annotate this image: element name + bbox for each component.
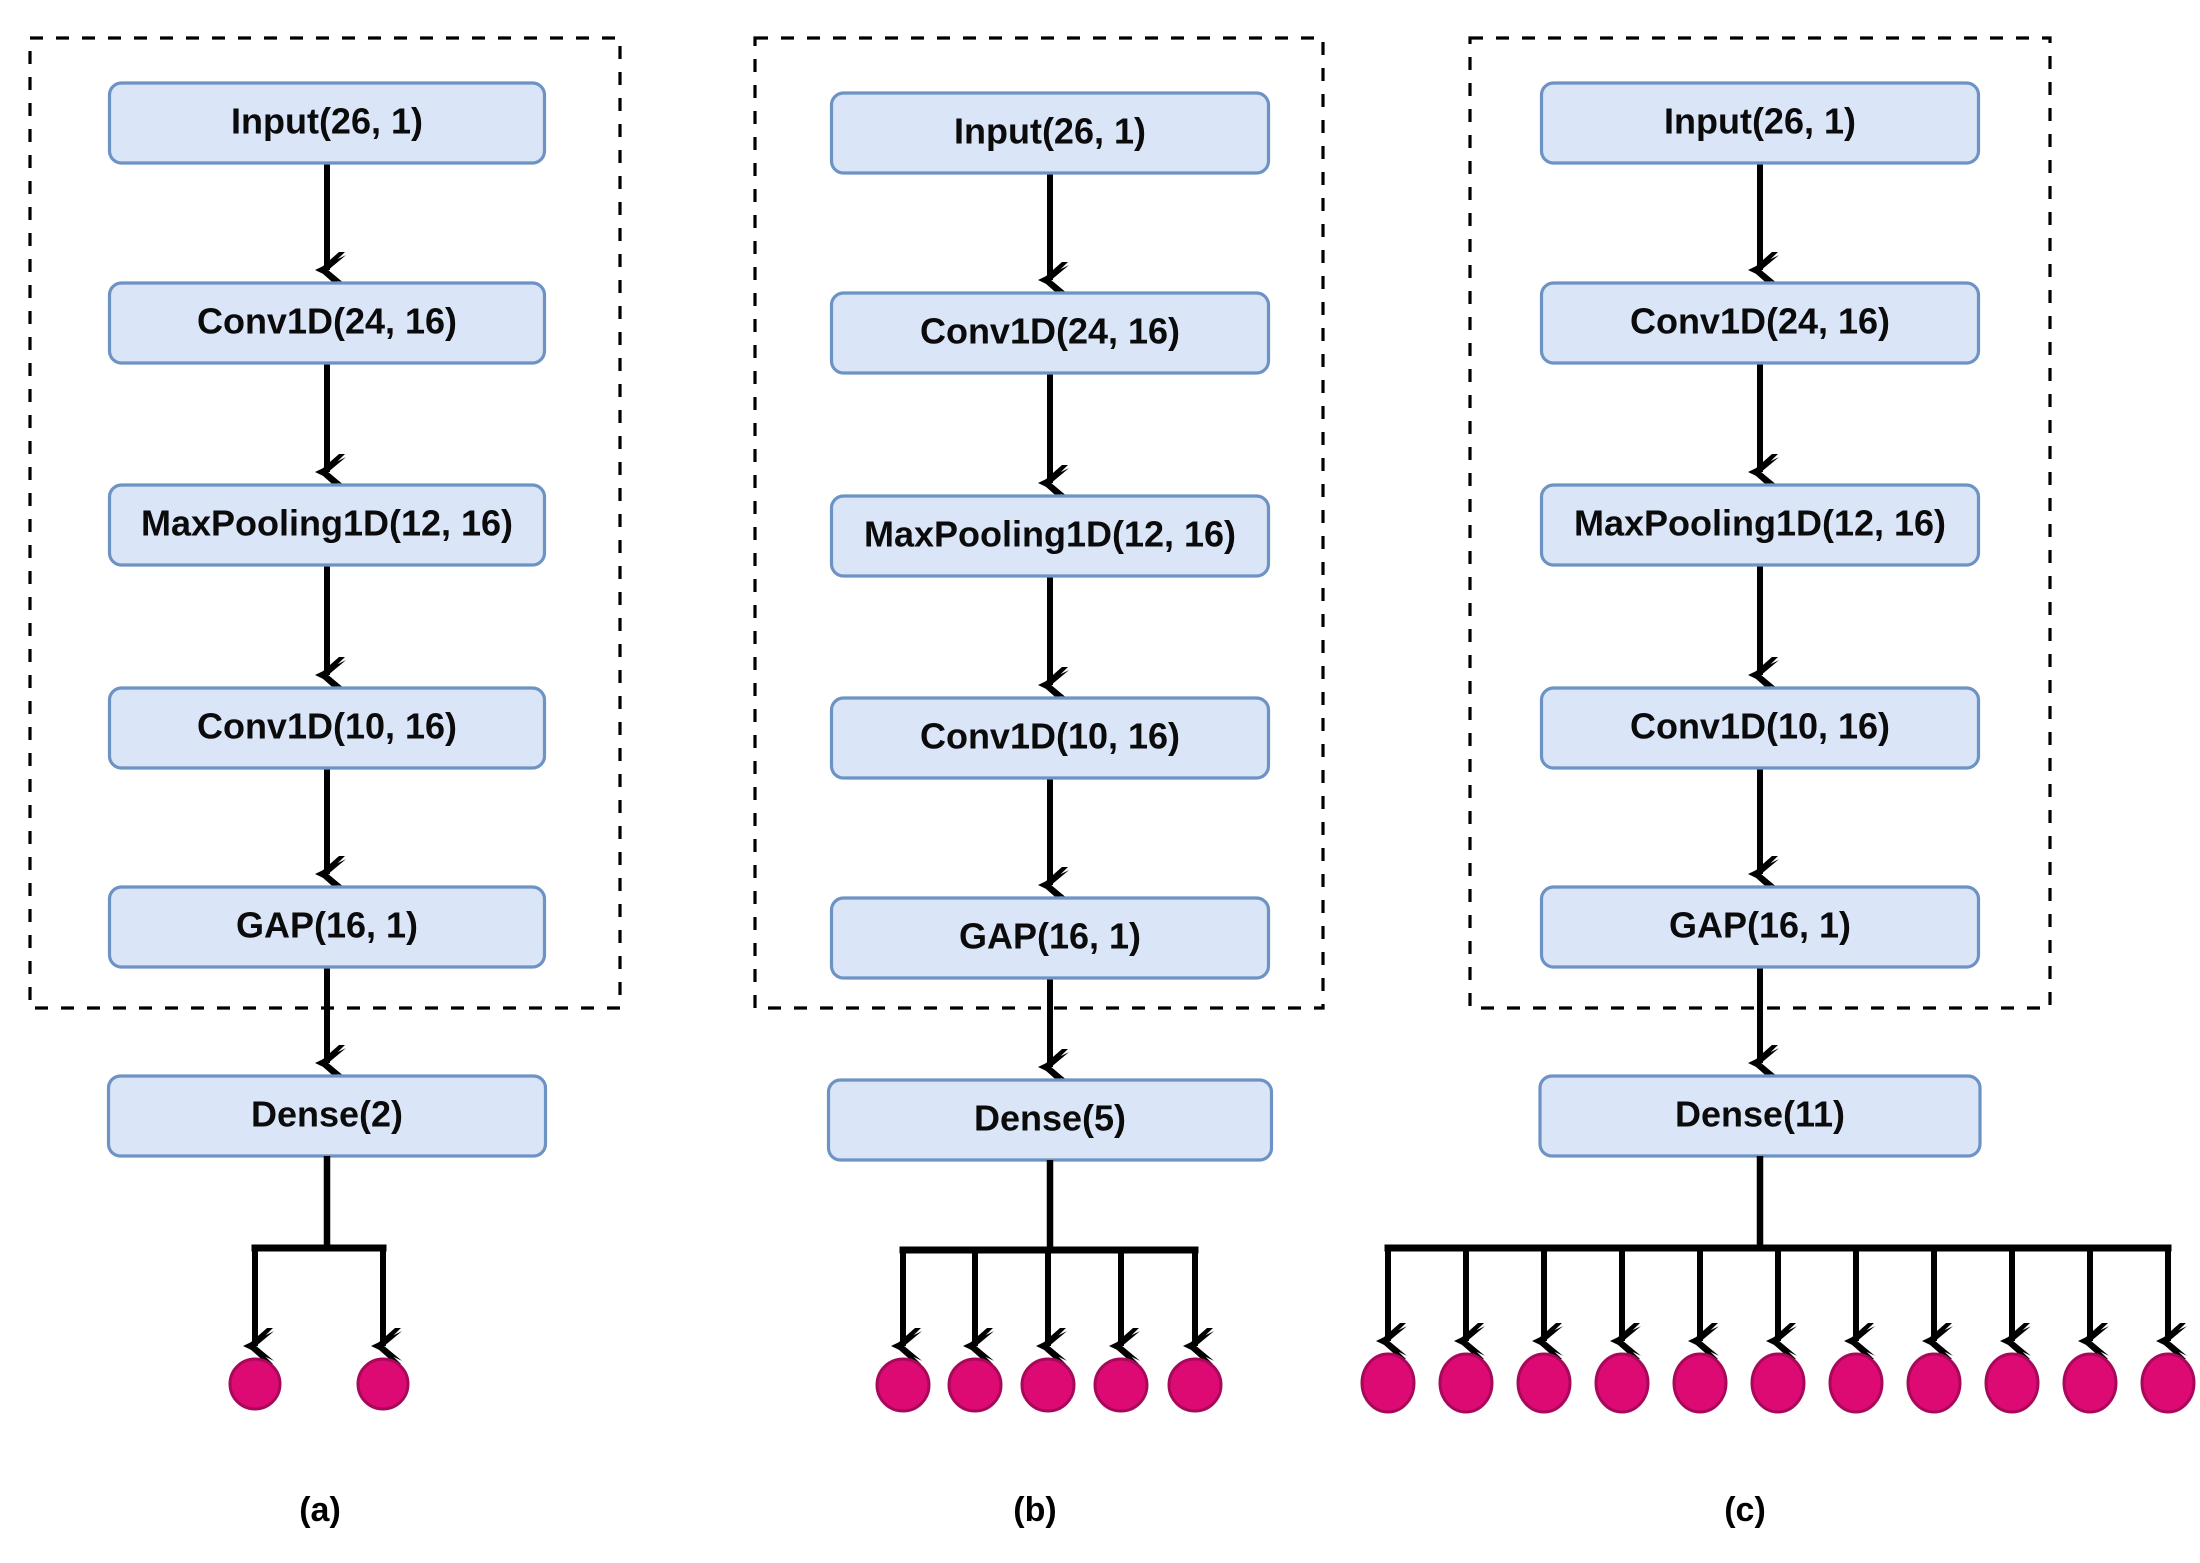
conv1d-1-layer[interactable]: Conv1D(24, 16) [829,291,1271,375]
panel-a: Input(26, 1) Conv1D(24, 16) MaxPooling1D(1… [28,36,622,1529]
input-layer-label: Input(26, 1) [231,101,423,142]
gap-layer-box[interactable] [1539,885,1981,969]
maxpooling1d-layer-label: MaxPooling1D(12, 16) [141,503,513,544]
gap-layer-label: GAP(16, 1) [959,916,1141,957]
output-class-node[interactable] [1516,1352,1572,1414]
dense-layer[interactable]: Dense(2) [106,1074,548,1158]
gap-layer-box[interactable] [107,885,547,969]
maxpooling1d-layer[interactable]: MaxPooling1D(12, 16) [829,494,1271,578]
gap-layer[interactable]: GAP(16, 1) [829,896,1271,980]
gap-layer-label: GAP(16, 1) [236,905,418,946]
output-class-node[interactable] [356,1357,410,1411]
output-class-node[interactable] [1360,1352,1416,1414]
maxpooling1d-layer[interactable]: MaxPooling1D(12, 16) [1539,483,1981,567]
output-class-node[interactable] [1093,1357,1149,1413]
panel-c: Input(26, 1) Conv1D(24, 16) MaxPooling1D(1… [1360,36,2196,1529]
output-class-node[interactable] [947,1357,1003,1413]
dense-layer-label: Dense(11) [1675,1094,1845,1135]
maxpooling1d-layer-box[interactable] [829,494,1271,578]
conv1d-1-layer[interactable]: Conv1D(24, 16) [1539,281,1981,365]
output-class-node[interactable] [1438,1352,1494,1414]
input-layer-label: Input(26, 1) [954,111,1146,152]
output-class-node[interactable] [1167,1357,1223,1413]
output-class-node[interactable] [1750,1352,1806,1414]
output-class-node[interactable] [2140,1352,2196,1414]
conv1d-2-layer-box[interactable] [107,686,547,770]
conv1d-1-layer-box[interactable] [829,291,1271,375]
panel-c-caption: (c) [1724,1491,1766,1529]
gap-layer-label: GAP(16, 1) [1669,905,1851,946]
dense-layer-label: Dense(5) [974,1098,1126,1139]
conv1d-1-layer[interactable]: Conv1D(24, 16) [107,281,547,365]
input-layer[interactable]: Input(26, 1) [1539,81,1981,165]
conv1d-1-layer-label: Conv1D(24, 16) [920,311,1180,352]
maxpooling1d-layer[interactable]: MaxPooling1D(12, 16) [107,483,547,567]
input-layer-box[interactable] [829,91,1271,175]
conv1d-2-layer-label: Conv1D(10, 16) [1630,706,1890,747]
input-layer-box[interactable] [1539,81,1981,165]
conv1d-2-layer-box[interactable] [1539,686,1981,770]
output-class-node[interactable] [1906,1352,1962,1414]
dense-layer[interactable]: Dense(5) [826,1078,1274,1162]
output-class-node[interactable] [1672,1352,1728,1414]
gap-layer-box[interactable] [829,896,1271,980]
conv1d-2-layer-label: Conv1D(10, 16) [197,706,457,747]
input-layer-box[interactable] [107,81,547,165]
gap-layer[interactable]: GAP(16, 1) [107,885,547,969]
conv1d-2-layer-label: Conv1D(10, 16) [920,716,1180,757]
output-class-node[interactable] [875,1357,931,1413]
maxpooling1d-layer-box[interactable] [1539,483,1981,567]
output-class-node[interactable] [1594,1352,1650,1414]
conv1d-2-layer[interactable]: Conv1D(10, 16) [829,696,1271,780]
panel-a-caption: (a) [299,1491,341,1529]
conv1d-2-layer[interactable]: Conv1D(10, 16) [107,686,547,770]
conv1d-1-layer-box[interactable] [107,281,547,365]
output-class-node[interactable] [1984,1352,2040,1414]
gap-layer[interactable]: GAP(16, 1) [1539,885,1981,969]
feature-extractor-frame [753,36,1325,1010]
dense-layer[interactable]: Dense(11) [1538,1074,1982,1158]
input-layer-label: Input(26, 1) [1664,101,1856,142]
conv1d-2-layer[interactable]: Conv1D(10, 16) [1539,686,1981,770]
input-layer[interactable]: Input(26, 1) [829,91,1271,175]
conv1d-1-layer-box[interactable] [1539,281,1981,365]
panel-b: Input(26, 1) Conv1D(24, 16) MaxPooling1D(1… [753,36,1325,1529]
output-class-node[interactable] [2062,1352,2118,1414]
output-class-node[interactable] [1020,1357,1076,1413]
maxpooling1d-layer-label: MaxPooling1D(12, 16) [864,514,1236,555]
input-layer[interactable]: Input(26, 1) [107,81,547,165]
conv1d-1-layer-label: Conv1D(24, 16) [1630,301,1890,342]
maxpooling1d-layer-box[interactable] [107,483,547,567]
output-class-node[interactable] [228,1357,282,1411]
panel-b-caption: (b) [1013,1491,1056,1529]
maxpooling1d-layer-label: MaxPooling1D(12, 16) [1574,503,1946,544]
output-class-node[interactable] [1828,1352,1884,1414]
dense-layer-label: Dense(2) [251,1094,403,1135]
conv1d-2-layer-box[interactable] [829,696,1271,780]
conv1d-1-layer-label: Conv1D(24, 16) [197,301,457,342]
feature-extractor-frame [1468,36,2052,1010]
